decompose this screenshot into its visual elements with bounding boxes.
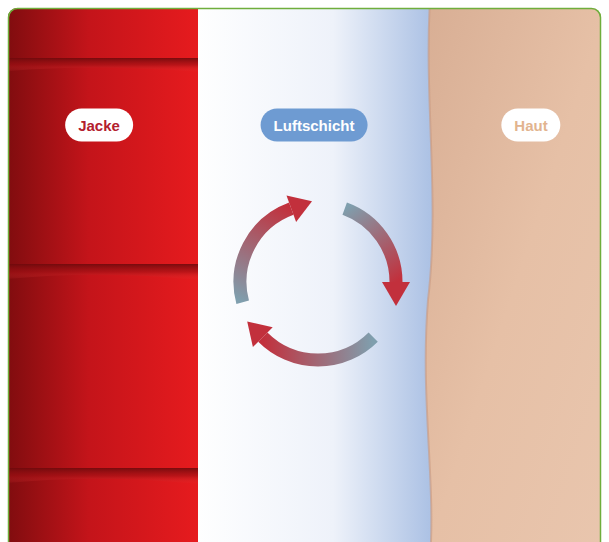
arrow-head (287, 196, 313, 222)
arrow-head (247, 322, 273, 348)
frame-border (9, 9, 601, 542)
material-layer: Luftschicht (198, 8, 430, 542)
material-layer: Haut (430, 8, 601, 542)
circulation-symbol (240, 196, 410, 361)
jacket-seam (8, 264, 198, 280)
jacket-fabric (8, 8, 198, 542)
arrow-head (382, 282, 410, 306)
circulation-arc (263, 337, 373, 360)
jacket-seam (8, 468, 198, 484)
air-layer (190, 8, 450, 542)
layer-label: Luftschicht (261, 109, 368, 142)
layer-label: Haut (501, 109, 560, 142)
jacket-seam (8, 58, 198, 72)
circulation-arc (345, 209, 396, 282)
skin-surface (426, 8, 601, 542)
material-layer: Jacke (8, 8, 198, 542)
layer-label: Jacke (65, 109, 133, 142)
skin-edge (426, 8, 433, 542)
circulation-arc (240, 209, 291, 303)
